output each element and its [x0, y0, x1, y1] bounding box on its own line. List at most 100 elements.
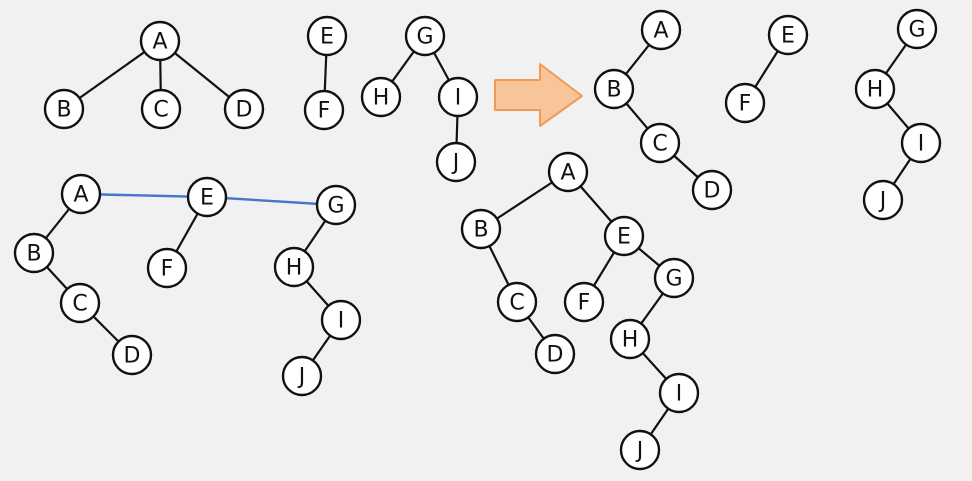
node-circle [724, 82, 766, 124]
node-circle [900, 122, 942, 164]
node-label: E [781, 24, 795, 49]
node-label: H [286, 256, 303, 281]
node-i: I [437, 76, 479, 118]
node-j: J [435, 141, 477, 183]
node-circle [593, 68, 635, 110]
node-label: C [72, 292, 87, 317]
node-c: C [496, 281, 538, 323]
node-circle [13, 232, 55, 274]
node-label: E [617, 225, 631, 250]
node-label: H [867, 78, 884, 103]
original-forest: A B C D E F G H IJ [43, 15, 479, 183]
node-b: B [13, 232, 55, 274]
node-label: J [635, 439, 644, 464]
node-circle [404, 15, 446, 57]
node-label: I [676, 382, 683, 407]
node-circle [303, 89, 345, 131]
node-a: A [60, 173, 102, 215]
node-circle [360, 76, 402, 118]
node-c: C [639, 122, 681, 164]
node-circle [111, 334, 153, 376]
node-circle [619, 429, 661, 471]
node-label: H [373, 86, 390, 111]
node-g: G [653, 257, 695, 299]
node-circle [320, 299, 362, 341]
node-circle [223, 88, 265, 130]
node-label: B [473, 218, 488, 243]
node-a: A [640, 9, 682, 51]
node-i: I [320, 299, 362, 341]
node-circle [146, 247, 188, 289]
node-e: E [603, 215, 645, 257]
node-circle [658, 372, 700, 414]
node-f: F [724, 82, 766, 124]
node-circle [534, 333, 576, 375]
binary-trees: A BCD E F G H I J [593, 8, 942, 221]
node-circle [43, 88, 85, 130]
node-label: E [320, 25, 334, 50]
node-label: G [327, 194, 344, 219]
node-h: H [609, 318, 651, 360]
node-circle [603, 215, 645, 257]
node-j: J [862, 179, 904, 221]
node-g: G [315, 184, 357, 226]
node-f: F [146, 247, 188, 289]
final-binary-tree: A B CD E F G H I J [460, 151, 700, 471]
node-f: F [563, 281, 605, 323]
node-h: H [273, 246, 315, 288]
node-g: G [404, 15, 446, 57]
node-label: G [665, 267, 682, 292]
node-g: G [896, 8, 938, 50]
node-label: D [236, 98, 253, 123]
node-d: D [691, 169, 733, 211]
node-d: D [223, 88, 265, 130]
node-circle [315, 184, 357, 226]
node-circle [609, 318, 651, 360]
node-h: H [360, 76, 402, 118]
transform-arrow [494, 63, 583, 127]
node-circle [437, 76, 479, 118]
node-label: E [200, 186, 214, 211]
node-label: J [878, 189, 887, 214]
node-label: A [73, 183, 88, 208]
node-a: A [139, 20, 181, 62]
node-label: A [152, 30, 167, 55]
node-circle [640, 9, 682, 51]
root-link-e-g [205, 195, 338, 207]
node-label: D [547, 343, 564, 368]
node-label: C [153, 98, 168, 123]
node-circle [563, 281, 605, 323]
node-i: I [658, 372, 700, 414]
node-b: B [43, 88, 85, 130]
node-circle [767, 14, 809, 56]
node-circle [273, 246, 315, 288]
node-label: B [606, 78, 621, 103]
node-circle [496, 281, 538, 323]
root-link-a-e [79, 192, 209, 199]
node-e: E [306, 15, 348, 57]
node-circle [691, 169, 733, 211]
node-label: I [338, 309, 345, 334]
node-label: G [908, 18, 925, 43]
node-circle [59, 282, 101, 324]
node-b: B [460, 208, 502, 250]
node-circle [140, 88, 182, 130]
node-a: A [547, 151, 589, 193]
node-circle [653, 257, 695, 299]
node-circle [306, 15, 348, 57]
node-label: D [704, 179, 721, 204]
node-e: E [186, 176, 228, 218]
node-label: H [622, 328, 639, 353]
node-label: I [918, 132, 925, 157]
node-circle [435, 141, 477, 183]
node-label: B [26, 242, 41, 267]
node-j: J [281, 355, 323, 397]
node-i: I [900, 122, 942, 164]
node-label: F [318, 99, 331, 124]
node-circle [139, 20, 181, 62]
right-arrow-icon [494, 63, 583, 127]
node-f: F [303, 89, 345, 131]
node-label: F [578, 291, 591, 316]
